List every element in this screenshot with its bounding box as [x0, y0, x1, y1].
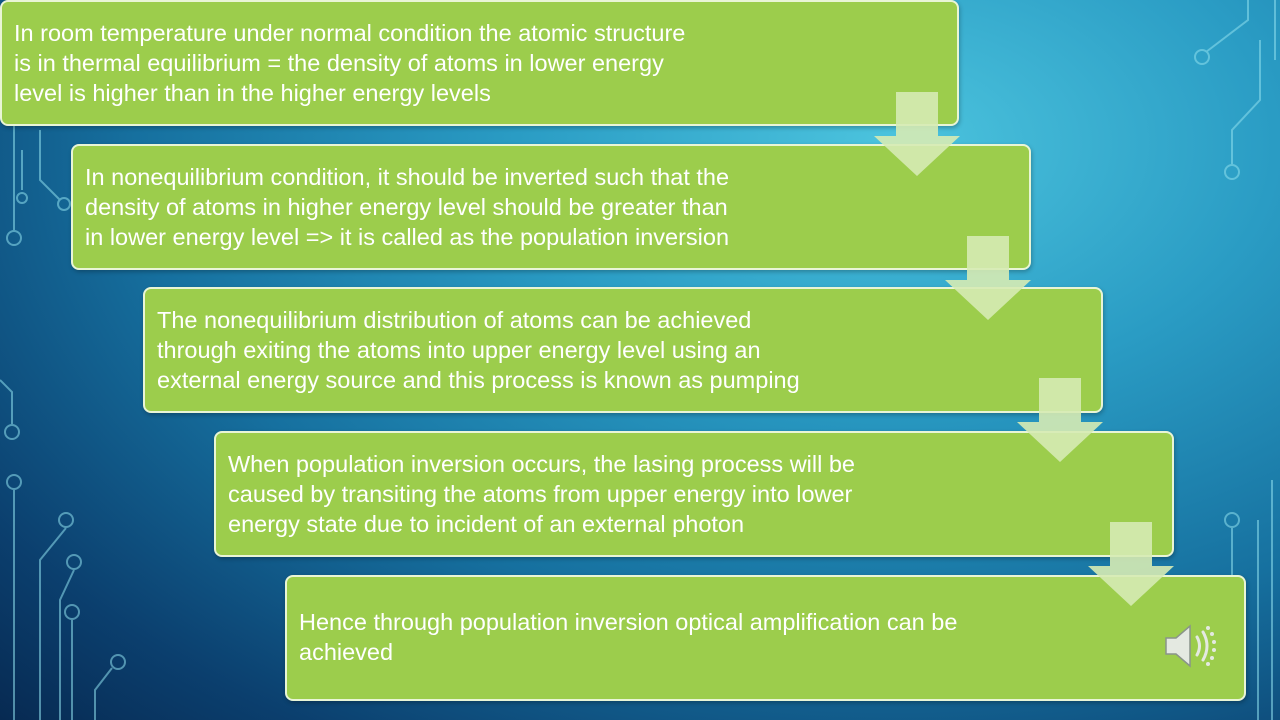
down-arrow-icon — [874, 92, 960, 176]
down-arrow-icon — [945, 236, 1031, 320]
process-step-5: Hence through population inversion optic… — [285, 575, 1246, 701]
process-step-2: In nonequilibrium condition, it should b… — [71, 144, 1031, 270]
process-step-4-text: When population inversion occurs, the la… — [228, 451, 855, 537]
process-step-1-text: In room temperature under normal conditi… — [14, 20, 686, 106]
down-arrow-icon — [1017, 378, 1103, 462]
speaker-icon[interactable] — [1160, 620, 1220, 672]
process-step-1: In room temperature under normal conditi… — [0, 0, 959, 126]
process-step-2-text: In nonequilibrium condition, it should b… — [85, 164, 730, 250]
process-step-4: When population inversion occurs, the la… — [214, 431, 1174, 557]
down-arrow-icon — [1088, 522, 1174, 606]
process-step-5-text: Hence through population inversion optic… — [299, 609, 958, 665]
process-step-3-text: The nonequilibrium distribution of atoms… — [157, 307, 800, 393]
process-step-3: The nonequilibrium distribution of atoms… — [143, 287, 1103, 413]
